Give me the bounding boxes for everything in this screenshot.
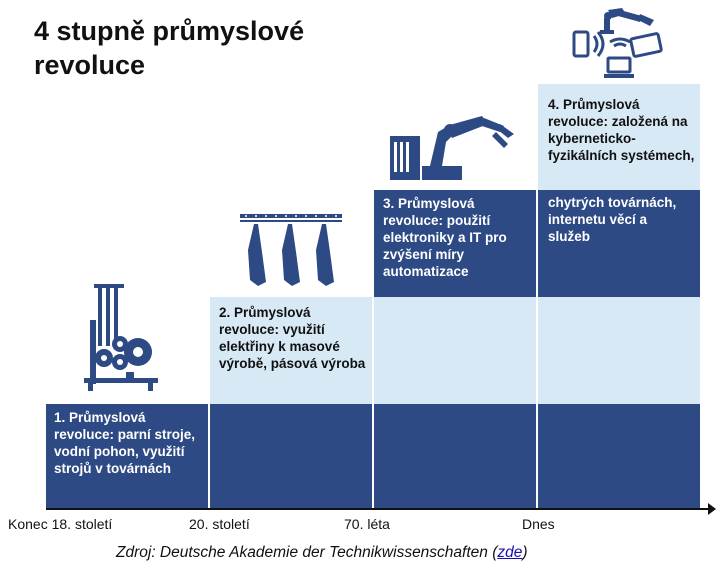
stage-3-label: 3. Průmyslová revoluce: použití elektron…: [383, 196, 507, 279]
tick-label: 20. století: [189, 516, 250, 532]
stage-4-band-top: [538, 84, 700, 190]
connected-devices-icon: [572, 8, 663, 78]
source-prefix: Zdroj: Deutsche Akademie der Technikwiss…: [116, 544, 498, 561]
timeline-axis: [46, 508, 711, 510]
source-note: Zdroj: Deutsche Akademie der Technikwiss…: [116, 544, 528, 562]
stage-4-label-top: 4. Průmyslová revoluce: založená na kybe…: [548, 97, 695, 163]
stage-3-band-top: [374, 190, 536, 297]
page-title: 4 stupně průmyslové revoluce: [34, 16, 305, 80]
stage-4-band-3: [538, 297, 700, 404]
steam-engine-icon: [84, 284, 158, 391]
stage-3-band-bottom: [374, 404, 536, 508]
stage-3-band-mid: [374, 297, 536, 404]
tick-label: Dnes: [522, 516, 555, 532]
stage-4-band-4: [538, 404, 700, 508]
stage-4-label-bottom: chytrých továrnách, internetu věcí a slu…: [548, 195, 677, 244]
conveyor-line-icon: [240, 214, 342, 286]
stage-1-label: 1. Průmyslová revoluce: parní stroje, vo…: [54, 410, 196, 476]
stage-4-band-2: [538, 190, 700, 297]
tick-label: Konec 18. století: [8, 516, 113, 532]
robot-arm-icon: [390, 116, 514, 180]
axis-arrow-icon: [708, 503, 716, 515]
stage-1-band: [46, 404, 208, 508]
stage-2-band-light: [210, 297, 372, 404]
stage-2-label: 2. Průmyslová revoluce: využití elektřin…: [219, 305, 366, 371]
source-suffix: ): [522, 544, 528, 561]
tick-label: 70. léta: [344, 516, 390, 532]
source-link[interactable]: zde: [497, 544, 523, 561]
stage-2-band-dark: [210, 404, 372, 508]
